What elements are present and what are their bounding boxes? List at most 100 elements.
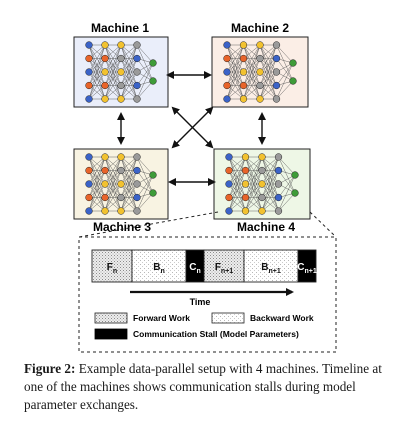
- figure-caption: Figure 2: Example data-parallel setup wi…: [24, 360, 396, 414]
- zoom-connector-lines: [78, 211, 337, 238]
- network-node: [133, 153, 141, 161]
- figure-illustration: Machine 1 Machine 2 Machine 3 Machine 4 …: [73, 21, 337, 353]
- timeline-block-label: Fn: [107, 262, 117, 275]
- network-node: [133, 41, 141, 49]
- network-node: [149, 59, 157, 67]
- network-node: [133, 180, 141, 188]
- legend-backward-swatch: [211, 312, 245, 324]
- network-node: [101, 193, 109, 202]
- legend-comm-label: Communication Stall (Model Parameters): [133, 329, 299, 339]
- legend: Forward Work Backward Work Communication…: [94, 312, 314, 340]
- network-node: [241, 166, 250, 175]
- machine-1-box: [73, 36, 169, 108]
- network-node: [239, 54, 248, 63]
- network-node: [225, 207, 233, 215]
- network-node: [133, 166, 141, 175]
- network-node: [117, 193, 125, 202]
- machine-4-label: Machine 4: [237, 220, 295, 234]
- network-node: [133, 81, 141, 90]
- network-node: [272, 54, 281, 63]
- network-node: [258, 180, 266, 188]
- network-node: [133, 95, 141, 103]
- machine-4-box: [213, 148, 311, 220]
- network-node: [274, 180, 283, 188]
- machine-2-label: Machine 2: [231, 21, 289, 35]
- machine-1-label: Machine 1: [91, 21, 149, 35]
- network-node: [85, 81, 93, 90]
- network-node: [241, 207, 250, 215]
- network-node: [85, 180, 93, 188]
- network-node: [289, 77, 297, 85]
- network-node: [117, 153, 125, 161]
- network-node: [101, 153, 109, 161]
- network-node: [274, 153, 283, 161]
- network-node: [149, 77, 157, 85]
- network-node: [256, 54, 264, 63]
- network-node: [117, 81, 125, 90]
- machine-2-box: [211, 36, 309, 108]
- network-node: [117, 207, 125, 215]
- legend-backward-label: Backward Work: [250, 313, 314, 323]
- network-node: [117, 54, 125, 63]
- network-node: [85, 207, 93, 215]
- network-node: [223, 81, 231, 90]
- legend-forward-label: Forward Work: [133, 313, 190, 323]
- network-node: [117, 166, 125, 175]
- network-node: [291, 171, 299, 179]
- network-node: [241, 193, 250, 202]
- machine-3-label: Machine 3: [93, 220, 151, 234]
- network-node: [256, 68, 264, 76]
- network-node: [85, 68, 93, 76]
- network-node: [258, 153, 266, 161]
- caption-label: Figure 2:: [24, 361, 76, 376]
- caption-text: Example data-parallel setup with 4 machi…: [24, 361, 382, 412]
- timeline-block-label: Cn+1: [297, 262, 317, 275]
- timeline-block-comm: [297, 249, 317, 283]
- communication-arrows: [117, 71, 266, 186]
- network-node: [241, 153, 250, 161]
- arrow-machine2-machine3: [171, 106, 214, 149]
- network-node: [117, 180, 125, 188]
- network-node: [101, 207, 109, 215]
- network-node: [223, 68, 231, 76]
- timeline-block-backward: [131, 249, 187, 283]
- network-node: [85, 41, 93, 49]
- network-node: [223, 41, 231, 49]
- network-node: [239, 41, 248, 49]
- network-node: [272, 81, 281, 90]
- network-node: [241, 180, 250, 188]
- network-node: [272, 41, 281, 49]
- timeline-block-label: Cn: [189, 262, 201, 275]
- network-node: [85, 95, 93, 103]
- network-node: [258, 166, 266, 175]
- network-node: [225, 193, 233, 202]
- time-axis-label: Time: [190, 297, 211, 307]
- network-node: [239, 81, 248, 90]
- network-node: [258, 207, 266, 215]
- network-node: [149, 171, 157, 179]
- network-node: [133, 193, 141, 202]
- network-node: [85, 153, 93, 161]
- network-node: [85, 54, 93, 63]
- network-node: [272, 95, 281, 103]
- network-node: [225, 166, 233, 175]
- network-node: [225, 153, 233, 161]
- network-node: [85, 193, 93, 202]
- network-node: [101, 95, 109, 103]
- network-node: [85, 166, 93, 175]
- network-node: [133, 68, 141, 76]
- network-node: [101, 41, 109, 49]
- network-node: [272, 68, 281, 76]
- network-node: [149, 189, 157, 197]
- network-node: [239, 68, 248, 76]
- network-node: [101, 68, 109, 76]
- network-node: [117, 41, 125, 49]
- network-node: [289, 59, 297, 67]
- network-node: [225, 180, 233, 188]
- network-node: [133, 207, 141, 215]
- timeline-block-label: Bn+1: [261, 262, 281, 275]
- network-node: [223, 95, 231, 103]
- machine-3-box: [73, 148, 169, 220]
- legend-comm-swatch: [94, 328, 128, 340]
